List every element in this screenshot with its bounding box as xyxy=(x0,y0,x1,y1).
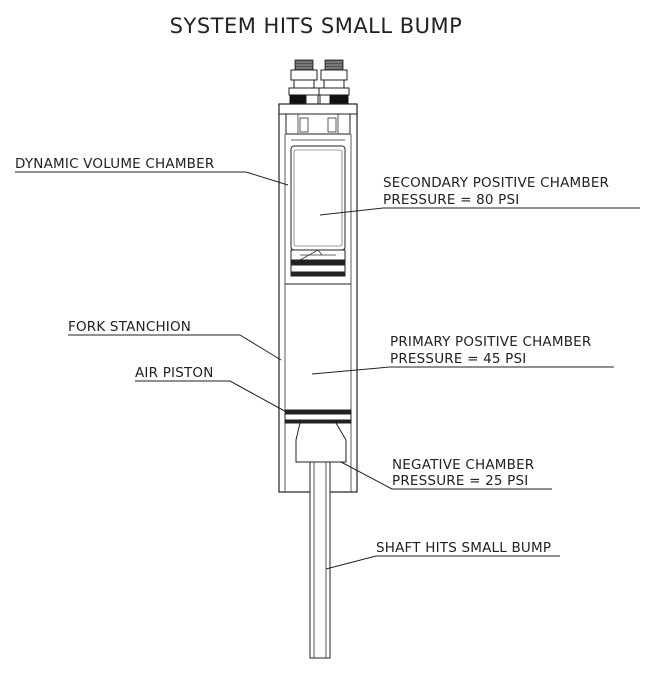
air-piston-label: AIR PISTON xyxy=(135,365,214,381)
primary-pressure-label: PRESSURE = 45 PSI xyxy=(390,351,526,367)
diagram-title: SYSTEM HITS SMALL BUMP xyxy=(170,14,463,38)
air-valves xyxy=(288,59,350,105)
fork-stanchion-label: FORK STANCHION xyxy=(68,319,191,335)
top-cap xyxy=(278,103,358,135)
right-valve xyxy=(318,59,350,105)
label-dynamic-volume: DYNAMIC VOLUME CHAMBER xyxy=(15,156,289,186)
label-air-piston: AIR PISTON xyxy=(135,365,291,415)
negative-pressure-label: PRESSURE = 25 PSI xyxy=(392,473,528,489)
secondary-chamber-canister xyxy=(290,139,346,251)
left-valve xyxy=(288,59,320,105)
label-secondary-chamber: SECONDARY POSITIVE CHAMBER PRESSURE = 80… xyxy=(319,175,640,216)
label-fork-stanchion: FORK STANCHION xyxy=(68,319,282,361)
air-piston-body xyxy=(284,409,352,463)
label-primary-chamber: PRIMARY POSITIVE CHAMBER PRESSURE = 45 P… xyxy=(311,334,614,375)
shaft-body xyxy=(309,461,331,659)
secondary-pressure-label: PRESSURE = 80 PSI xyxy=(383,192,519,208)
secondary-chamber-label: SECONDARY POSITIVE CHAMBER xyxy=(383,175,609,191)
floating-piston xyxy=(285,249,351,285)
shaft-label: SHAFT HITS SMALL BUMP xyxy=(376,540,551,556)
label-negative-chamber: NEGATIVE CHAMBER PRESSURE = 25 PSI xyxy=(340,457,552,490)
label-shaft: SHAFT HITS SMALL BUMP xyxy=(325,540,560,570)
dynamic-volume-label: DYNAMIC VOLUME CHAMBER xyxy=(15,156,214,172)
primary-chamber-label: PRIMARY POSITIVE CHAMBER xyxy=(390,334,591,350)
negative-chamber-label: NEGATIVE CHAMBER xyxy=(392,457,534,473)
